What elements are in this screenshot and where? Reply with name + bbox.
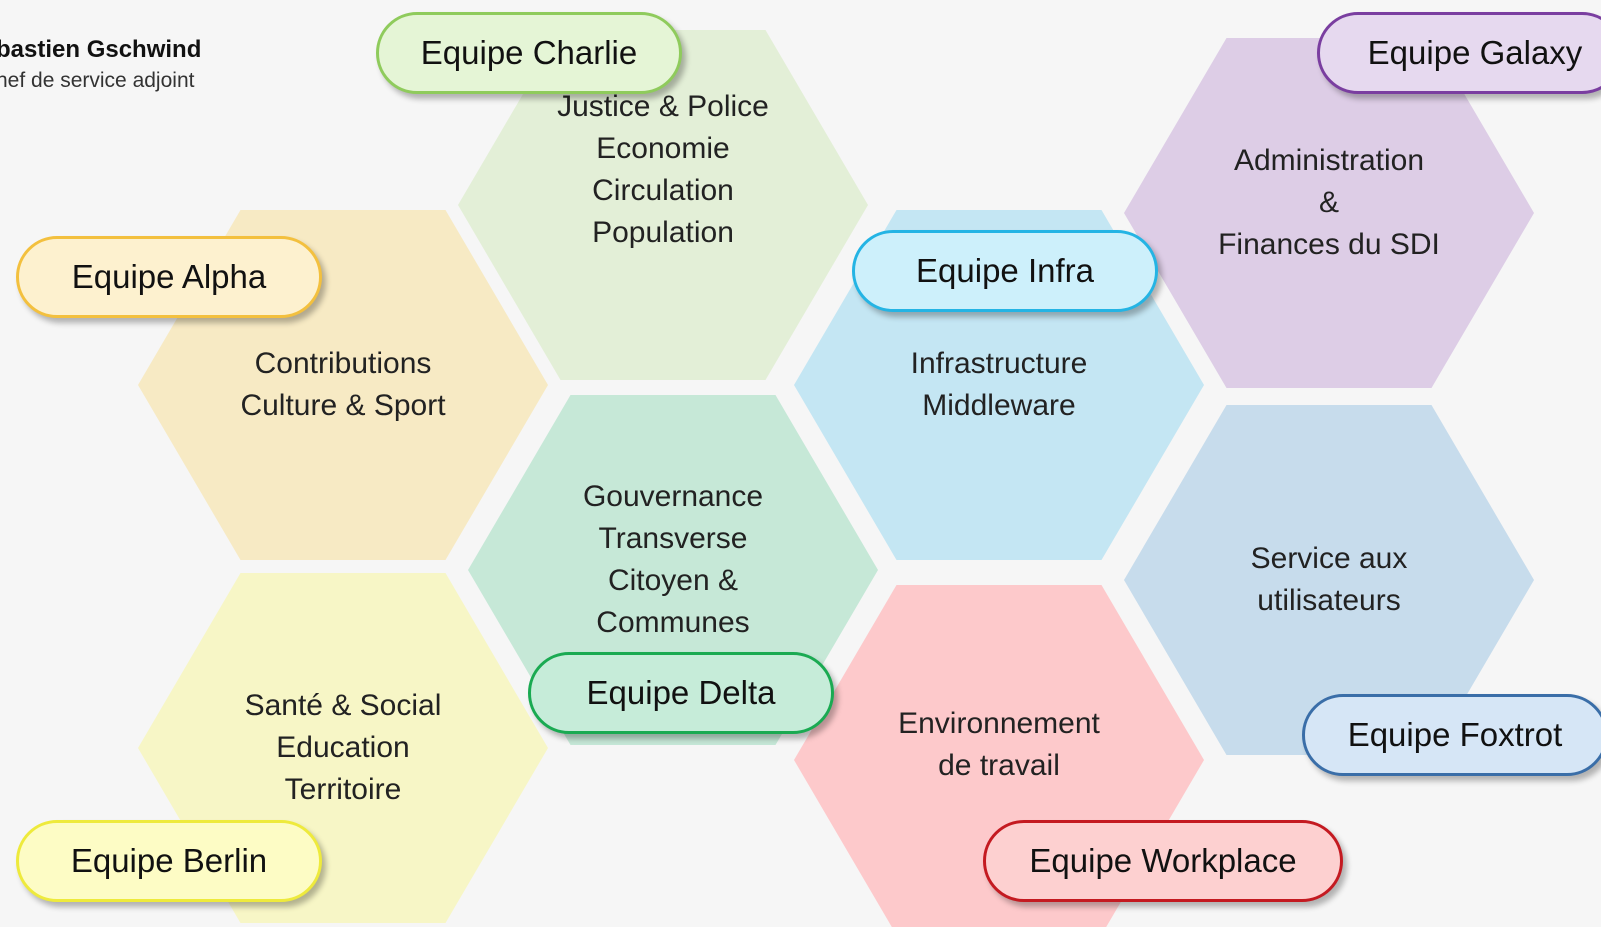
hexagon-infra-text: Infrastructure Middleware [910,347,1088,422]
team-badge-charlie: Equipe Charlie [376,12,682,94]
hexagon-charlie-text: Justice & Police Economie Circulation Po… [557,90,769,249]
team-badge-workplace: Equipe Workplace [983,820,1343,902]
team-badge-galaxy: Equipe Galaxy [1317,12,1601,94]
hexagon-berlin-text: Santé & Social Education Territoire [244,689,442,806]
team-badge-infra: Equipe Infra [852,230,1158,312]
hexagon-workplace-text: Environnement de travail [898,707,1100,782]
hexagon-galaxy-text: Administration & Finances du SDI [1218,144,1440,261]
person-name: bastien Gschwind [0,36,202,63]
team-badge-delta: Equipe Delta [528,652,834,734]
team-badge-foxtrot: Equipe Foxtrot [1302,694,1601,776]
hexagon-delta-text: Gouvernance Transverse Citoyen & Commune… [582,480,764,639]
hexagon-galaxy: Administration & Finances du SDI [1124,38,1534,388]
team-badge-berlin: Equipe Berlin [16,820,322,902]
hexagon-foxtrot-text: Service aux utilisateurs [1250,542,1408,617]
person-header: bastien Gschwind hef de service adjoint [0,34,201,96]
hexagon-alpha-text: Contributions Culture & Sport [240,347,446,422]
person-role: hef de service adjoint [0,69,195,92]
team-badge-alpha: Equipe Alpha [16,236,322,318]
